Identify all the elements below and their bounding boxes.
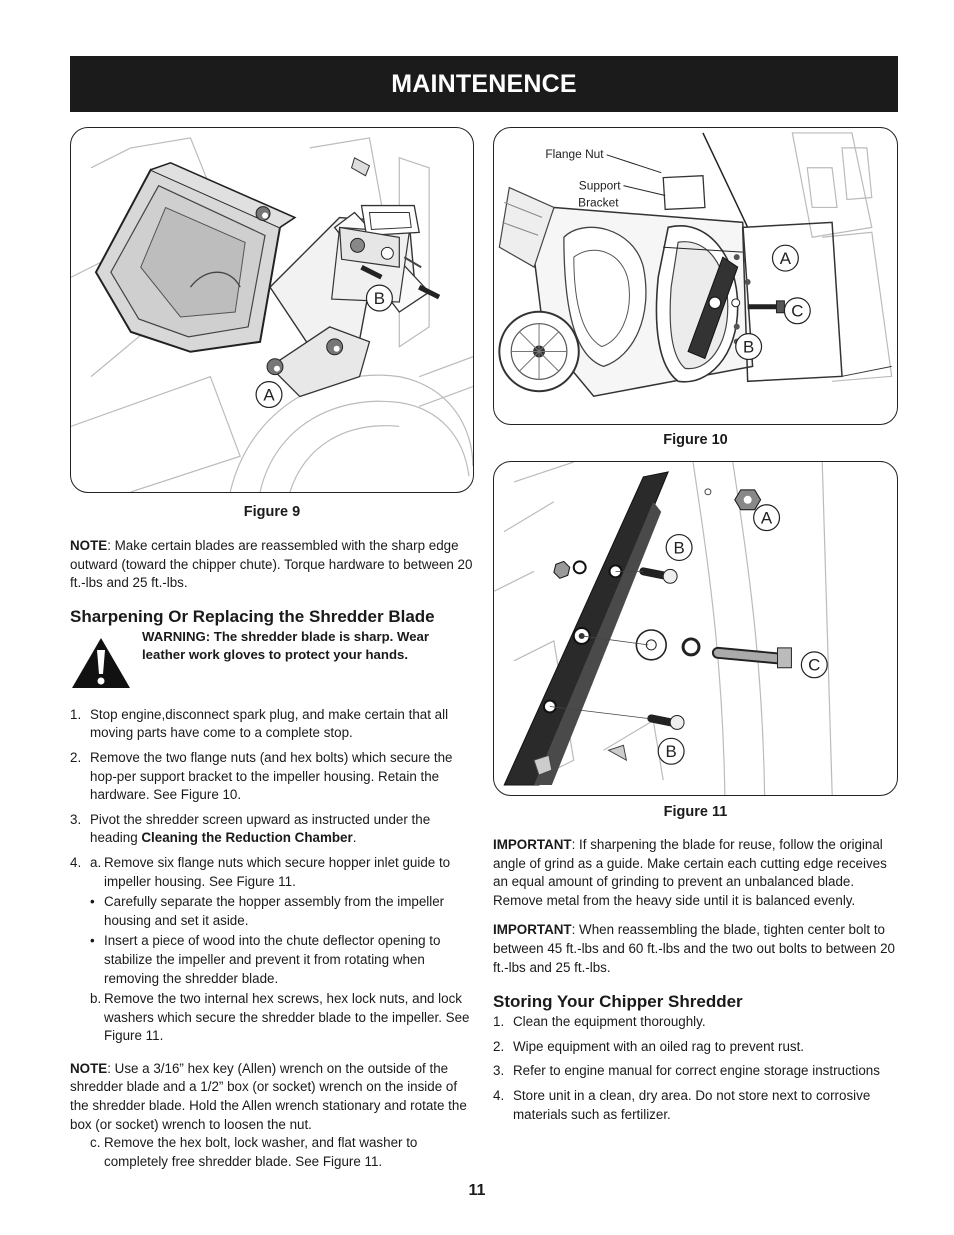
note-label: NOTE (70, 538, 108, 553)
note-label: NOTE (70, 1060, 108, 1076)
list-item: 3.Refer to engine manual for correct eng… (493, 1063, 880, 1079)
sharpening-steps: 1.Stop engine,disconnect spark plug, and… (70, 706, 474, 1046)
list-item: 2.Remove the two flange nuts (and hex bo… (70, 749, 453, 803)
left-column: NOTE: Make certain blades are reassemble… (70, 537, 474, 1171)
callout-c: C (808, 656, 820, 675)
note-paragraph: NOTE: Make certain blades are reassemble… (70, 537, 474, 593)
callout-b-top: B (673, 538, 684, 557)
important-label: IMPORTANT (493, 837, 572, 852)
figure-10-illustration: Flange Nut Support Bracket A C B (493, 127, 898, 425)
label-flange-nut: Flange Nut (545, 147, 604, 161)
note-paragraph-2: NOTE: Use a 3/16” hex key (Allen) wrench… (70, 1060, 467, 1132)
list-item: 1.Stop engine,disconnect spark plug, and… (70, 706, 449, 741)
important-paragraph-1: IMPORTANT: If sharpening the blade for r… (493, 837, 887, 908)
list-item: 4.Store unit in a clean, dry area. Do no… (493, 1087, 871, 1122)
bullet-item: •Carefully separate the hopper assembly … (90, 894, 445, 928)
sub-step-b: b.Remove the two internal hex screws, he… (90, 991, 470, 1044)
callout-a: A (263, 386, 275, 405)
page-header: MAINTENENCE (70, 56, 898, 112)
section-heading-storing: Storing Your Chipper Shredder (493, 992, 743, 1012)
figure-9-illustration: B A (70, 127, 474, 493)
figure-11-caption: Figure 11 (663, 804, 728, 820)
warning-block: WARNING: The shredder blade is sharp. We… (70, 628, 474, 688)
right-column: IMPORTANT: If sharpening the blade for r… (493, 836, 898, 1124)
callout-c: C (791, 302, 803, 321)
important-label: IMPORTANT (493, 922, 572, 938)
list-item: 2.Wipe equipment with an oiled rag to pr… (493, 1038, 805, 1054)
figure-11-illustration: A B C B (493, 461, 898, 796)
warning-triangle-icon (70, 636, 132, 690)
figure-10-caption: Figure 10 (663, 432, 728, 448)
label-bracket: Bracket (578, 195, 619, 209)
page-number: 11 (468, 1182, 486, 1199)
figure-10-drawing: Flange Nut Support Bracket A C B (498, 132, 893, 398)
callout-b: B (743, 337, 754, 356)
bullet-item: •Insert a piece of wood into the chute d… (90, 933, 441, 986)
note-text: : Make certain blades are reassembled wi… (70, 538, 473, 591)
callout-a: A (780, 249, 792, 268)
section-heading-sharpening: Sharpening Or Replacing the Shredder Bla… (70, 606, 435, 626)
list-item: 4.a.Remove six flange nuts which secure … (70, 854, 474, 1046)
sub-step-a: 4.a.Remove six flange nuts which secure … (70, 854, 451, 889)
callout-a: A (761, 509, 773, 528)
callout-b-bottom: B (666, 742, 677, 761)
warning-text: WARNING: The shredder blade is sharp. We… (142, 628, 430, 663)
list-item: 1.Clean the equipment thoroughly. (493, 1014, 706, 1030)
important-paragraph-2: IMPORTANT: When reassembling the blade, … (493, 922, 895, 975)
sub-step-c: c.Remove the hex bolt, lock washer, and … (90, 1135, 418, 1169)
page-title: MAINTENENCE (391, 69, 577, 98)
storing-steps: 1.Clean the equipment thoroughly. 2.Wipe… (493, 1013, 898, 1124)
callout-b: B (374, 289, 385, 308)
figure-9-caption: Figure 9 (243, 504, 301, 520)
list-item: 3.Pivot the shredder screen upward as in… (70, 811, 431, 846)
figure-11-drawing: A B C B (494, 462, 833, 795)
figure-9-drawing: B A (71, 137, 473, 492)
label-support: Support (579, 179, 621, 193)
